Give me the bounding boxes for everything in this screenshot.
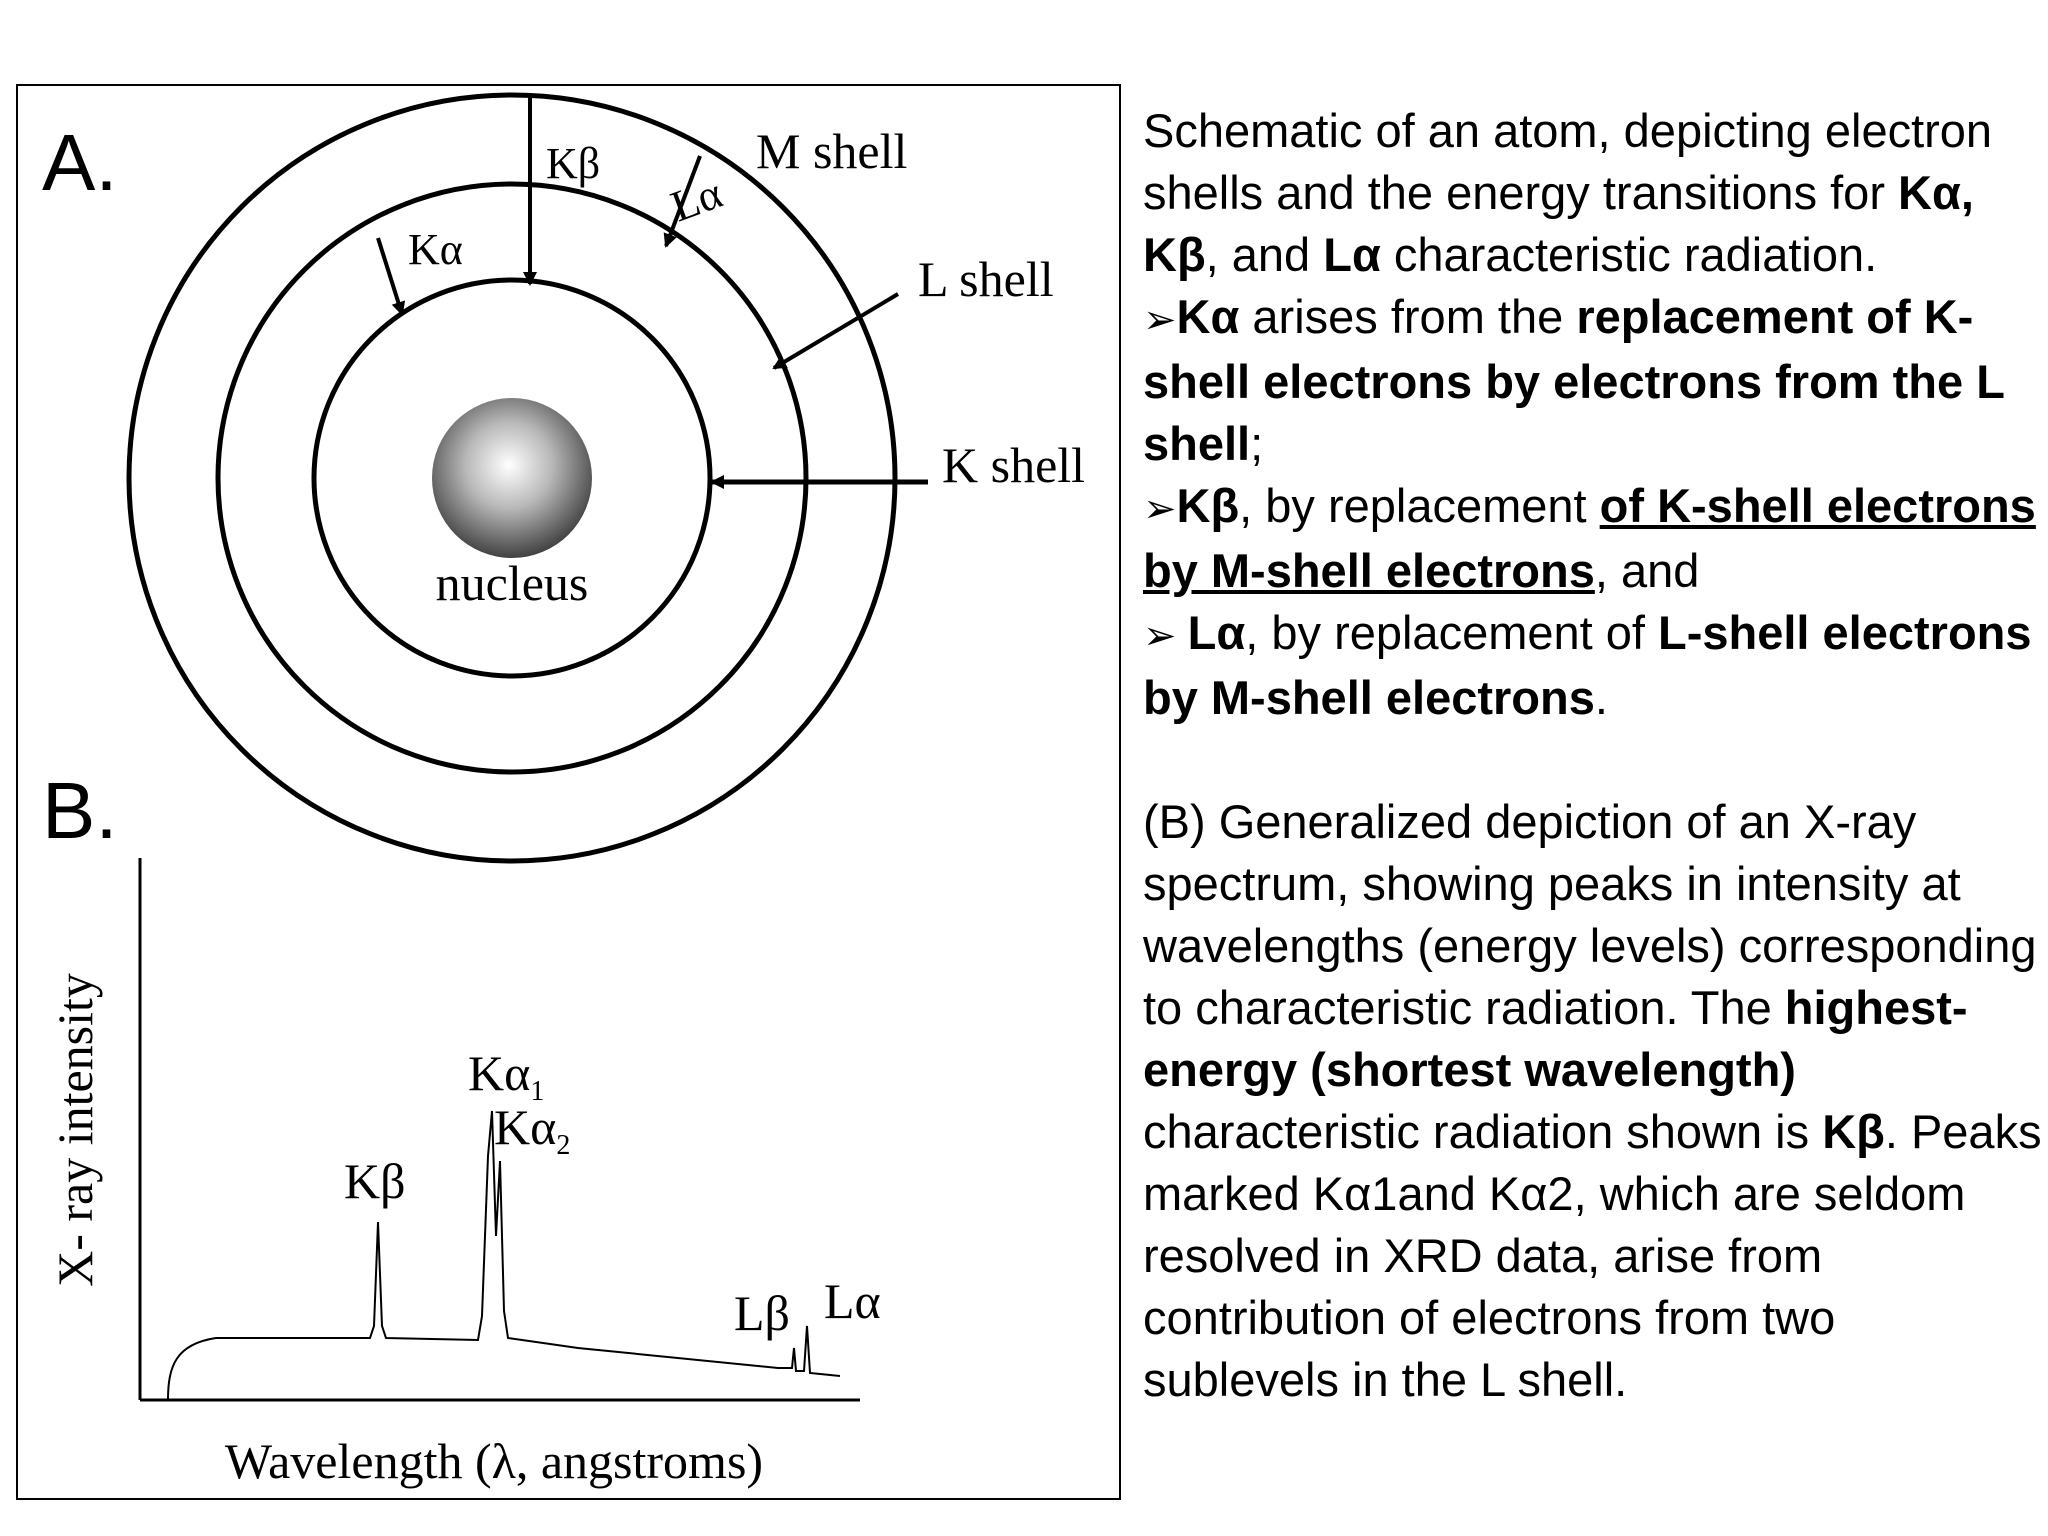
ka-transition-label: Kα — [408, 225, 463, 274]
caption-bullet-ka: ➢Kα arises from the replacement of K-she… — [1143, 286, 2043, 475]
caption-text: ; — [1250, 417, 1264, 470]
caption-bold: Kα, Kβ — [1143, 166, 1974, 281]
caption-panel-b: (B) Generalized depiction of an X-ray sp… — [1143, 791, 2043, 1411]
caption-text: characteristic radiation shown is — [1143, 1105, 1823, 1158]
m-shell-ring — [126, 92, 898, 864]
caption-text: Schematic of an atom, depicting electron… — [1143, 104, 1993, 219]
caption-text: characteristic radiation. — [1380, 228, 1878, 281]
ka1-peak-base: Kα — [468, 1045, 530, 1101]
caption-text: arises from the — [1239, 290, 1577, 343]
caption-gap — [1143, 729, 2043, 791]
caption-text: , by replacement — [1239, 479, 1600, 532]
ka2-peak-sub: 2 — [556, 1130, 570, 1161]
figure-svg: A. nucleus Kβ Lα Kα M shell L shell K sh… — [42, 92, 1085, 1489]
caption-bold: highest-energy (shortest wavelength) — [1143, 981, 1968, 1096]
x-axis-label: Wavelength (λ, angstroms) — [225, 1433, 763, 1489]
caption: Schematic of an atom, depicting electron… — [1143, 100, 2043, 1411]
l-shell-pointer — [772, 292, 900, 370]
caption-bold: Lα — [1187, 606, 1246, 659]
spectrum-line — [167, 1110, 841, 1401]
panel-a-letter: A. — [42, 118, 118, 207]
caption-text: , and — [1205, 228, 1324, 281]
caption-bullet-la: ➢ Lα, by replacement of L-shell electron… — [1143, 602, 2043, 729]
caption-bullet-kb: ➢Kβ, by replacement of K-shell electrons… — [1143, 475, 2043, 602]
figure-panel: A. nucleus Kβ Lα Kα M shell L shell K sh… — [16, 84, 1121, 1500]
caption-bold-underlined: of K-shell electrons by M-shell electron… — [1143, 479, 2036, 597]
k-shell-label: K shell — [942, 437, 1085, 493]
ka1-peak-label: Kα1 — [468, 1045, 544, 1107]
bullet-arrow-icon: ➢ — [1143, 298, 1177, 342]
l-shell-label: L shell — [918, 251, 1054, 307]
ka2-peak-label: Kα2 — [494, 1099, 570, 1161]
ka-transition-arrow — [376, 237, 406, 316]
panel-b-letter: B. — [42, 766, 118, 855]
ka2-peak-base: Kα — [494, 1099, 556, 1155]
nucleus-sphere — [432, 398, 592, 558]
caption-bold: Lα — [1323, 228, 1381, 281]
caption-text: . — [1594, 671, 1608, 724]
la-peak-label: Lα — [824, 1273, 881, 1329]
lb-peak-label: Lβ — [734, 1285, 790, 1341]
caption-intro: Schematic of an atom, depicting electron… — [1143, 100, 2043, 286]
ka1-peak-sub: 1 — [530, 1076, 544, 1107]
caption-text: , by replacement of — [1245, 606, 1659, 659]
m-shell-label: M shell — [756, 123, 907, 179]
caption-text: . Peaks marked Kα1and Kα2, which are sel… — [1143, 1105, 2042, 1406]
caption-bold: Kβ — [1822, 1105, 1885, 1158]
caption-bold: Kα — [1176, 290, 1240, 343]
bullet-arrow-icon: ➢ — [1143, 614, 1188, 658]
l-shell-ring — [215, 181, 809, 775]
kb-peak-label: Kβ — [344, 1153, 406, 1209]
caption-bold: Kβ — [1176, 479, 1240, 532]
caption-text: , and — [1594, 544, 1700, 597]
kb-transition-label: Kβ — [546, 139, 600, 188]
caption-text: (B) Generalized depiction of an X-ray sp… — [1143, 795, 2037, 1034]
bullet-arrow-icon: ➢ — [1143, 487, 1177, 531]
nucleus-label: nucleus — [436, 555, 589, 611]
caption-bold: L-shell electrons by M-shell electrons — [1143, 606, 2032, 724]
caption-bold: replacement of K-shell electrons by elec… — [1143, 290, 2005, 470]
y-axis-label: X- ray intensity — [47, 973, 103, 1287]
la-transition-arrow — [663, 155, 702, 248]
